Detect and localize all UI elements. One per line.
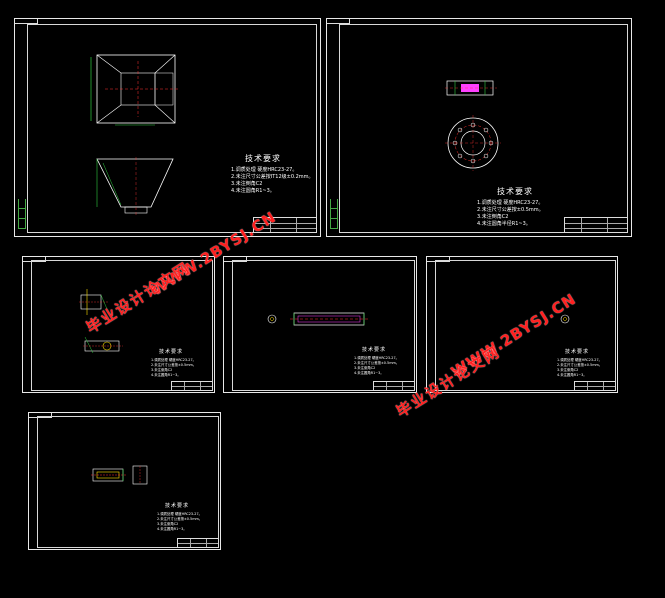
hopper-top-view — [90, 54, 179, 126]
note-line: 1.调质处理 硬度HRC23-27。 — [231, 167, 298, 173]
title-block — [177, 538, 219, 548]
note-line: 1.调质处理 硬度HRC23-27。 — [157, 512, 203, 516]
note-line: 1.调质处理 硬度HRC23-27。 — [354, 356, 400, 360]
coupling-view — [91, 465, 148, 485]
note-line: 4.未注圆角R1~3。 — [354, 371, 384, 375]
note-line: 4.未注圆角R1~3。 — [157, 527, 187, 531]
title-block — [373, 381, 415, 391]
sheet-side-strip — [330, 199, 338, 229]
flange-section-view — [445, 80, 497, 96]
note-line: 4.未注圆角R1~3。 — [151, 373, 181, 377]
notes-title: 技术要求 — [165, 503, 190, 509]
technical-requirements: 技术要求 1.调质处理 硬度HRC23-27。 2.未注尺寸公差按±0.5mm。… — [151, 349, 196, 378]
sheet-inner-frame — [339, 24, 628, 233]
note-line: 2.未注尺寸公差按IT12级±0.2mm。 — [231, 174, 314, 180]
sheet-corner-tag — [15, 19, 38, 24]
drawing-sheet-5: 技术要求 1.调质处理 硬度HRC23-27。 2.未注尺寸公差按±0.5mm。… — [426, 256, 618, 393]
title-block — [253, 217, 317, 233]
flange-plan-view — [445, 115, 501, 171]
sheet-corner-tag — [427, 257, 450, 262]
technical-requirements: 技术要求 1.调质处理 硬度HRC23-27。 2.未注尺寸公差按±0.5mm。… — [157, 503, 202, 532]
notes-title: 技术要求 — [159, 349, 184, 355]
sheet-inner-frame — [27, 24, 317, 233]
notes-title: 技术要求 — [565, 349, 590, 355]
sheet-corner-tag — [224, 257, 247, 262]
note-line: 4.未注圆角R1~3。 — [557, 373, 587, 377]
bracket-side-view — [83, 336, 123, 354]
drawing-sheet-3: 技术要求 1.调质处理 硬度HRC23-27。 2.未注尺寸公差按±0.5mm。… — [22, 256, 215, 393]
note-line: 2.未注尺寸公差按±0.5mm。 — [557, 363, 603, 367]
sheet-corner-tag — [327, 19, 350, 24]
technical-requirements: 技术要求 1.调质处理 硬度HRC23-27。 2.未注尺寸公差按±0.5mm。… — [557, 349, 602, 378]
hopper-front-view — [96, 157, 174, 215]
technical-requirements: 技术要求 1.调质处理 硬度HRC23-27。 2.未注尺寸公差按±0.5mm。… — [354, 347, 399, 376]
title-block — [564, 217, 628, 233]
sheet-corner-tag — [29, 413, 52, 418]
note-line: 3.未注倒角C2 — [354, 366, 376, 370]
note-line: 1.调质处理 硬度HRC23-27。 — [151, 358, 197, 362]
title-block — [171, 381, 213, 391]
bracket-front-view — [79, 289, 109, 315]
note-line: 1.调质处理 硬度HRC23-27。 — [477, 200, 544, 206]
drawing-sheet-4: 技术要求 1.调质处理 硬度HRC23-27。 2.未注尺寸公差按±0.5mm。… — [223, 256, 417, 393]
technical-requirements: 技术要求 1.调质处理 硬度HRC23-27。 2.未注尺寸公差按±0.5mm。… — [477, 187, 544, 228]
sheet-side-strip — [18, 199, 26, 229]
drawing-sheet-2: 技术要求 1.调质处理 硬度HRC23-27。 2.未注尺寸公差按±0.5mm。… — [326, 18, 632, 237]
note-line: 2.未注尺寸公差按±0.5mm。 — [157, 517, 203, 521]
note-line: 3.未注倒角C2 — [477, 214, 509, 220]
title-block — [574, 381, 616, 391]
sheet-inner-frame — [37, 416, 219, 548]
note-line: 3.未注倒角C2 — [557, 368, 579, 372]
notes-title: 技术要求 — [245, 154, 281, 163]
note-line: 1.调质处理 硬度HRC23-27。 — [557, 358, 603, 362]
note-line: 2.未注尺寸公差按±0.5mm。 — [151, 363, 197, 367]
note-line: 3.未注倒角C2 — [151, 368, 173, 372]
drawing-sheet-6: 技术要求 1.调质处理 硬度HRC23-27。 2.未注尺寸公差按±0.5mm。… — [28, 412, 221, 550]
notes-title: 技术要求 — [497, 187, 533, 196]
notes-title: 技术要求 — [362, 347, 387, 353]
sheet-inner-frame — [232, 260, 415, 391]
note-line: 3.未注倒角C2 — [157, 522, 179, 526]
sheet-inner-frame — [435, 260, 616, 391]
note-line: 4.未注圆角半径R1~3。 — [477, 221, 531, 227]
sheet-inner-frame — [31, 260, 213, 391]
pin-view — [560, 314, 570, 324]
note-line: 2.未注尺寸公差按±0.5mm。 — [477, 207, 544, 213]
note-line: 3.未注倒角C2 — [231, 181, 263, 187]
shaft-view — [267, 312, 370, 326]
note-line: 4.未注圆角R1~3。 — [231, 188, 275, 194]
sheet-corner-tag — [23, 257, 46, 262]
technical-requirements: 技术要求 1.调质处理 硬度HRC23-27。 2.未注尺寸公差按IT12级±0… — [231, 154, 314, 195]
drawing-sheet-1: 技术要求 1.调质处理 硬度HRC23-27。 2.未注尺寸公差按IT12级±0… — [14, 18, 321, 237]
note-line: 2.未注尺寸公差按±0.5mm。 — [354, 361, 400, 365]
